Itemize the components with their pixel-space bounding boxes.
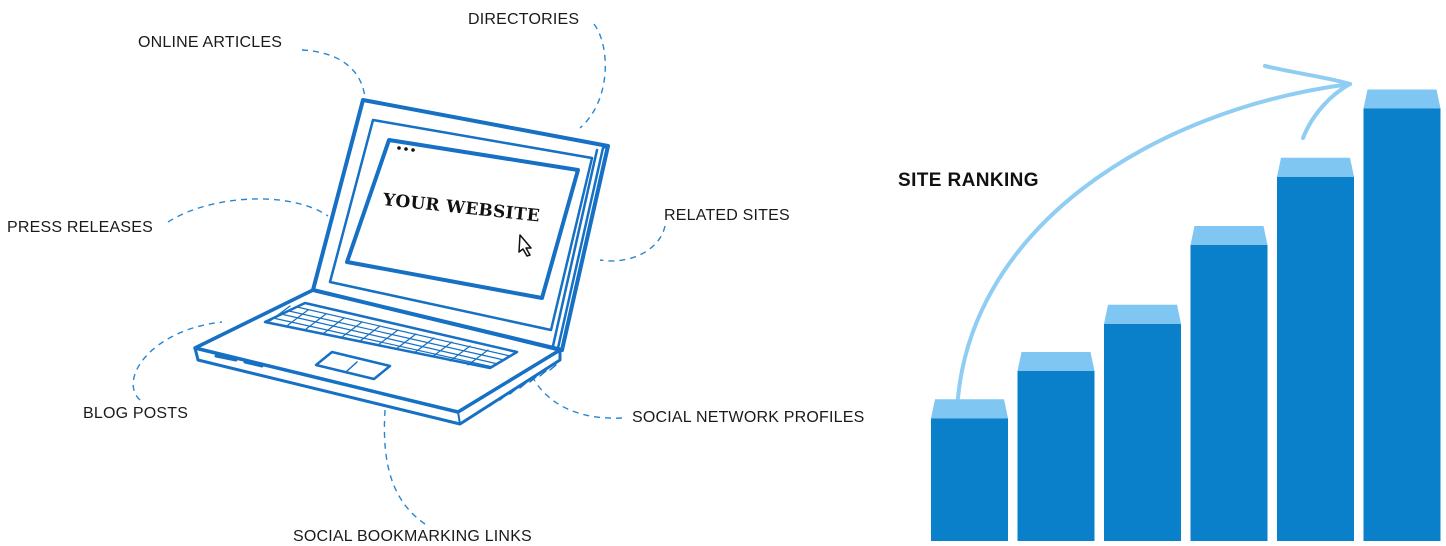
screen-dot	[404, 147, 408, 151]
laptop-keyboard	[263, 301, 519, 370]
growth-arrow	[955, 64, 1352, 414]
connector-social-bookmarking	[383, 409, 426, 525]
laptop-lid	[311, 98, 610, 352]
laptop-vents	[469, 364, 557, 419]
ranking-bar-top	[1363, 89, 1441, 109]
ranking-bar	[1363, 108, 1441, 541]
ranking-bar	[1104, 323, 1181, 541]
laptop-screen	[345, 138, 580, 300]
connector-online-articles	[301, 49, 366, 99]
cursor-icon	[518, 234, 532, 257]
label-social-bookmarking-links: SOCIAL BOOKMARKING LINKS	[293, 528, 532, 545]
laptop-bezel	[328, 118, 594, 332]
laptop-illustration	[193, 98, 610, 426]
connector-blog-posts	[132, 321, 223, 401]
ranking-bar-top	[1277, 157, 1354, 177]
label-press-releases: PRESS RELEASES	[7, 219, 153, 236]
connectors	[132, 23, 666, 525]
ranking-bar-top	[931, 399, 1008, 419]
ranking-bar-top	[1190, 226, 1268, 245]
ranking-bar-top	[1104, 304, 1181, 324]
connector-directories	[579, 23, 606, 129]
ranking-bar	[931, 418, 1008, 541]
screen-dot	[397, 146, 401, 150]
label-online-articles: ONLINE ARTICLES	[138, 34, 283, 51]
site-ranking-title: SITE RANKING	[898, 170, 1039, 191]
connector-press-releases	[167, 198, 329, 223]
ranking-bars	[931, 89, 1441, 541]
connector-social-network	[529, 371, 623, 419]
label-social-network-profiles: SOCIAL NETWORK PROFILES	[632, 409, 865, 426]
screen-dot	[411, 148, 415, 152]
ranking-bar-top	[1017, 352, 1095, 371]
ranking-bar	[1277, 176, 1354, 541]
label-directories: DIRECTORIES	[468, 11, 580, 28]
ranking-bar	[1017, 371, 1095, 541]
label-related-sites: RELATED SITES	[664, 207, 790, 224]
ranking-bar	[1190, 245, 1268, 541]
connector-related-sites	[599, 225, 666, 262]
laptop-trackpad	[314, 350, 392, 381]
label-blog-posts: BLOG POSTS	[83, 405, 189, 422]
